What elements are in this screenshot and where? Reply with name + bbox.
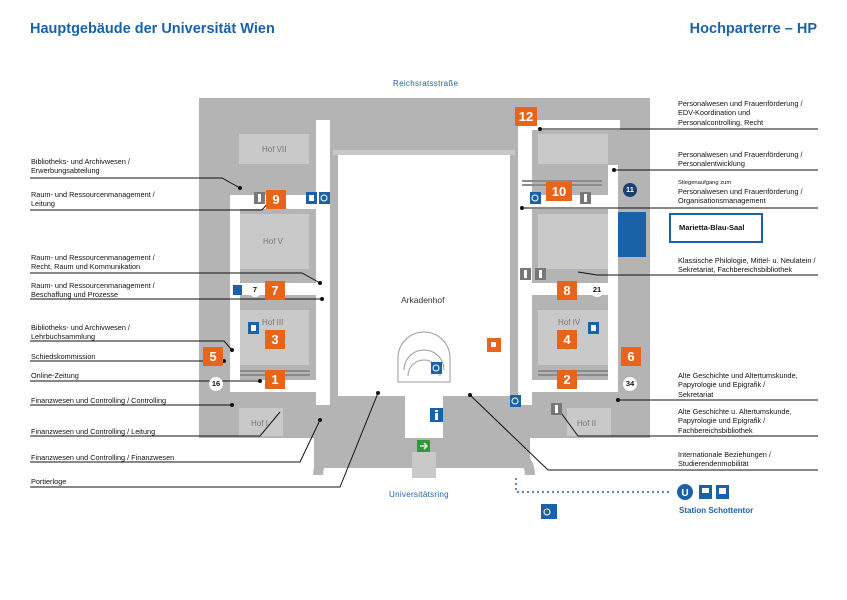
wc-icon <box>520 268 531 280</box>
door-7-marker: 7 <box>248 283 262 297</box>
street-south-label: Universitätsring <box>389 490 449 499</box>
accessible-icon <box>319 192 330 204</box>
bus-icon <box>699 485 712 499</box>
label-fc-leitung: Finanzwesen und Controlling / Leitung <box>31 427 156 436</box>
hof-vii-area <box>239 134 309 164</box>
label-online-zeitung: Online-Zeitung <box>31 371 79 380</box>
label-rrm-leitung: Raum- und Ressourcenmanagement /Leitung <box>31 190 155 209</box>
stair-9-marker: 9 <box>266 190 286 209</box>
station-label: Station Schottentor <box>679 506 754 515</box>
stair-8-marker: 8 <box>557 281 577 300</box>
elevator-icon <box>588 322 599 334</box>
label-fc-controlling: Finanzwesen und Controlling / Controllin… <box>31 396 167 405</box>
wc-icon <box>254 192 265 204</box>
svg-text:U: U <box>681 488 688 499</box>
label-rrm-beschaffung: Raum- und Ressourcenmanagement /Beschaff… <box>31 281 155 300</box>
wc-icon <box>535 268 546 280</box>
marietta-blau-saal-room <box>618 212 646 257</box>
street-north-label: Reichsratsstraße <box>393 79 459 88</box>
tram-icon <box>716 485 729 499</box>
label-schiedskommission: Schiedskommission <box>31 352 96 361</box>
hof-vii-label: Hof VII <box>262 145 287 154</box>
south-ramp <box>313 435 535 476</box>
hof-v-label: Hof V <box>263 237 284 246</box>
label-pf-edv: Personalwesen und Frauenförderung /EDV-K… <box>678 99 803 127</box>
hof-v-area <box>239 214 309 269</box>
accessible-parking-icon <box>541 504 557 519</box>
stair-7-marker: 7 <box>265 281 285 300</box>
label-fc-finanzwesen: Finanzwesen und Controlling / Finanzwese… <box>31 453 175 462</box>
floor-label: Hochparterre – HP <box>689 21 817 37</box>
wc-icon <box>551 403 562 415</box>
hof-i-area <box>239 408 283 436</box>
accessible-icon <box>510 395 521 407</box>
hof-right-top-area <box>538 134 608 164</box>
hof-iv-label: Hof IV <box>558 318 581 327</box>
elevator-icon <box>248 322 259 334</box>
stair-4-marker: 4 <box>557 330 577 349</box>
label-lehrbuchsammlung: Bibliotheks- und Archivwesen /Lehrbuchsa… <box>31 323 130 342</box>
marietta-blau-saal-label: Marietta-Blau-Saal <box>679 223 745 232</box>
door-16-marker: 16 <box>209 377 223 391</box>
cafe-icon <box>487 338 501 352</box>
hof-iii-label: Hof III <box>262 318 284 327</box>
marietta-blau-saal-callout: Marietta-Blau-Saal <box>669 213 763 243</box>
door-34-marker: 34 <box>623 377 637 391</box>
hof-ii-label: Hof II <box>577 419 597 428</box>
info-icon <box>430 408 443 422</box>
arkadenhof-stairs <box>397 331 451 383</box>
exit-icon <box>417 440 430 452</box>
accessible-icon <box>530 192 541 204</box>
accessible-icon <box>431 362 442 374</box>
label-klassische-philologie: Klassische Philologie, Mittel- u. Neulat… <box>678 256 816 275</box>
arkadenhof-label: Arkadenhof <box>401 295 445 305</box>
stair-10-marker: 10 <box>546 182 572 201</box>
door-21-marker: 21 <box>590 283 604 297</box>
label-rrm-recht: Raum- und Ressourcenmanagement /Recht, R… <box>31 253 155 272</box>
elevator-icon <box>306 192 317 204</box>
stair-12-marker: 12 <box>515 107 537 126</box>
stair-1-marker: 1 <box>265 370 285 389</box>
wc-icon <box>580 192 591 204</box>
stair-6-marker: 6 <box>621 347 641 366</box>
label-internationale-beziehungen: Internationale Beziehungen /Studierenden… <box>678 450 771 469</box>
stair-3-marker: 3 <box>265 330 285 349</box>
map-title: Hauptgebäude der Universität Wien <box>30 21 275 37</box>
stair-5-marker: 5 <box>203 347 223 366</box>
elevator-icon <box>233 285 242 295</box>
path-to-station <box>515 478 672 493</box>
label-alte-geschichte-sekretariat: Alte Geschichte und Altertumskunde,Papyr… <box>678 371 798 399</box>
door-11-marker: 11 <box>623 183 637 197</box>
hof-right-mid-area <box>538 214 608 269</box>
stair-2-marker: 2 <box>557 370 577 389</box>
hof-i-label: Hof I <box>251 419 268 428</box>
label-pf-personalentwicklung: Personalwesen und Frauenförderung /Perso… <box>678 150 803 169</box>
label-alte-geschichte-bibliothek: Alte Geschichte u. Altertumskunde,Papyro… <box>678 407 792 435</box>
ubahn-icon: U <box>677 484 693 500</box>
label-portierloge: Portierloge <box>31 477 67 486</box>
label-erwerbungsabteilung: Bibliotheks- und Archivwesen /Erwerbungs… <box>31 157 130 176</box>
